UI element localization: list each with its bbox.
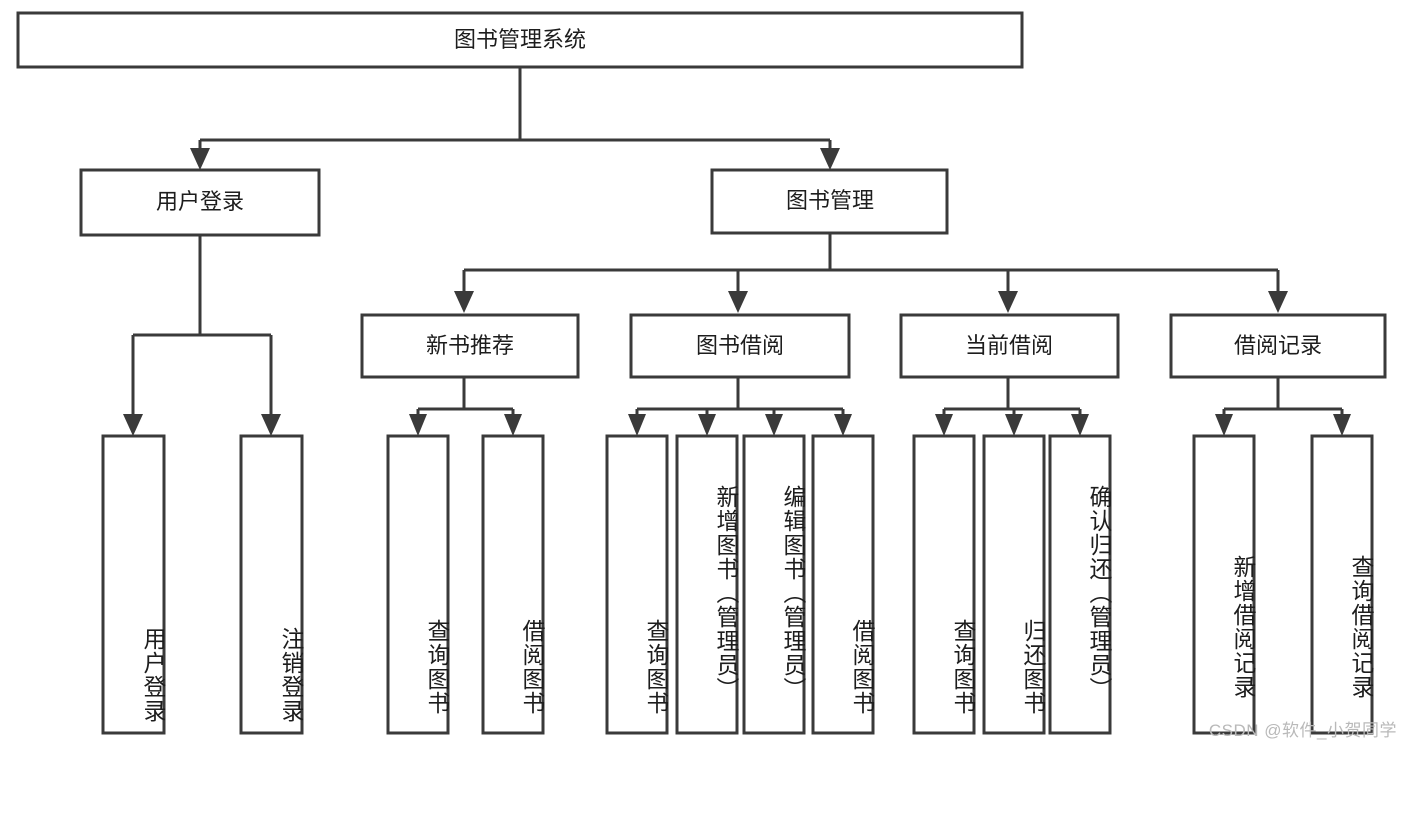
node-current-borrow-label: 当前借阅 [965, 333, 1053, 358]
connector-group-root [190, 67, 840, 170]
node-leaf-user-login-box[interactable] [101, 434, 166, 735]
node-leaf-return-book-box[interactable] [982, 434, 1046, 735]
node-book-borrow-box[interactable] [629, 313, 851, 379]
node-leaf-edit-book[interactable] [742, 434, 806, 735]
arrow-head-leaf-query-book-3 [935, 414, 953, 436]
node-leaf-borrow-book-2[interactable] [811, 434, 875, 735]
node-book-manage-box[interactable] [710, 168, 949, 235]
connector-group-book-manage [454, 232, 1288, 313]
node-book-manage[interactable]: 图书管理 [710, 168, 949, 235]
node-book-borrow[interactable]: 图书借阅 [629, 313, 851, 379]
node-leaf-edit-book-box[interactable] [742, 434, 806, 735]
node-leaf-return-book[interactable] [982, 434, 1046, 735]
arrow-head-leaf-query-record [1333, 414, 1351, 436]
node-current-borrow-box[interactable] [899, 313, 1120, 379]
arrow-head-leaf-borrow-book-2 [834, 414, 852, 436]
node-leaf-add-record[interactable] [1192, 434, 1256, 735]
diagram-canvas: 图书管理系统 用户登录 图书管理 新书推荐 图书借阅 当前借阅 借阅记录 [16, 11, 1397, 740]
arrow-head-book-manage [820, 148, 840, 170]
node-leaf-confirm-return[interactable] [1048, 434, 1112, 735]
node-borrow-record-box[interactable] [1169, 313, 1387, 379]
arrow-head-leaf-borrow-book-1 [504, 414, 522, 436]
node-book-manage-label: 图书管理 [786, 188, 874, 213]
node-root-label: 图书管理系统 [454, 27, 586, 52]
node-root[interactable]: 图书管理系统 [16, 11, 1024, 69]
arrow-head-leaf-add-book [698, 414, 716, 436]
node-borrow-record-label: 借阅记录 [1234, 333, 1322, 358]
connector-group-borrow-record [1215, 377, 1351, 436]
arrow-head-leaf-confirm-return [1071, 414, 1089, 436]
node-current-borrow[interactable]: 当前借阅 [899, 313, 1120, 379]
arrow-head-leaf-add-record [1215, 414, 1233, 436]
node-new-book-recommend[interactable]: 新书推荐 [360, 313, 580, 379]
arrow-head-user-login [190, 148, 210, 170]
node-leaf-borrow-book-1-box[interactable] [481, 434, 545, 735]
node-leaf-query-book-3[interactable] [912, 434, 976, 735]
connector-group-book-borrow [628, 377, 852, 436]
node-user-login-label: 用户登录 [156, 189, 244, 214]
node-leaf-query-book-2-box[interactable] [605, 434, 669, 735]
node-leaf-borrow-book-2-box[interactable] [811, 434, 875, 735]
arrow-head-leaf-return-book [1005, 414, 1023, 436]
node-leaf-query-book-1-box[interactable] [386, 434, 450, 735]
node-root-box[interactable] [16, 11, 1024, 69]
node-leaf-add-record-box[interactable] [1192, 434, 1256, 735]
node-leaf-query-book-2[interactable] [605, 434, 669, 735]
node-leaf-add-book-box[interactable] [675, 434, 739, 735]
node-new-book-recommend-label: 新书推荐 [426, 333, 514, 358]
node-new-book-recommend-box[interactable] [360, 313, 580, 379]
node-leaf-query-record-box[interactable] [1310, 434, 1374, 735]
connector-group-new-book-recommend [409, 377, 522, 436]
connector-group-user-login [123, 235, 281, 436]
watermark-text: CSDN @软件_小贺同学 [1208, 721, 1397, 740]
arrow-head-leaf-query-book-1 [409, 414, 427, 436]
node-leaf-query-record[interactable] [1310, 434, 1374, 735]
node-user-login[interactable]: 用户登录 [79, 168, 321, 237]
arrow-head-current-borrow [998, 291, 1018, 313]
node-leaf-user-login[interactable] [101, 434, 166, 735]
arrow-head-leaf-query-book-2 [628, 414, 646, 436]
node-borrow-record[interactable]: 借阅记录 [1169, 313, 1387, 379]
arrow-head-leaf-user-login [123, 414, 143, 436]
arrow-head-new-book-recommend [454, 291, 474, 313]
node-user-login-box[interactable] [79, 168, 321, 237]
arrow-head-leaf-logout-login [261, 414, 281, 436]
node-leaf-borrow-book-1[interactable] [481, 434, 545, 735]
node-leaf-query-book-3-box[interactable] [912, 434, 976, 735]
node-leaf-logout-login[interactable] [239, 434, 304, 735]
node-leaf-add-book[interactable] [675, 434, 739, 735]
arrow-head-leaf-edit-book [765, 414, 783, 436]
arrow-head-book-borrow [728, 291, 748, 313]
connector-group-current-borrow [935, 377, 1089, 436]
node-leaf-confirm-return-box[interactable] [1048, 434, 1112, 735]
node-book-borrow-label: 图书借阅 [696, 333, 784, 358]
node-leaf-query-book-1[interactable] [386, 434, 450, 735]
functional-structure-tree: 图书管理系统 用户登录 图书管理 新书推荐 图书借阅 当前借阅 借阅记录 [16, 11, 1387, 735]
arrow-head-borrow-record [1268, 291, 1288, 313]
node-leaf-logout-login-box[interactable] [239, 434, 304, 735]
